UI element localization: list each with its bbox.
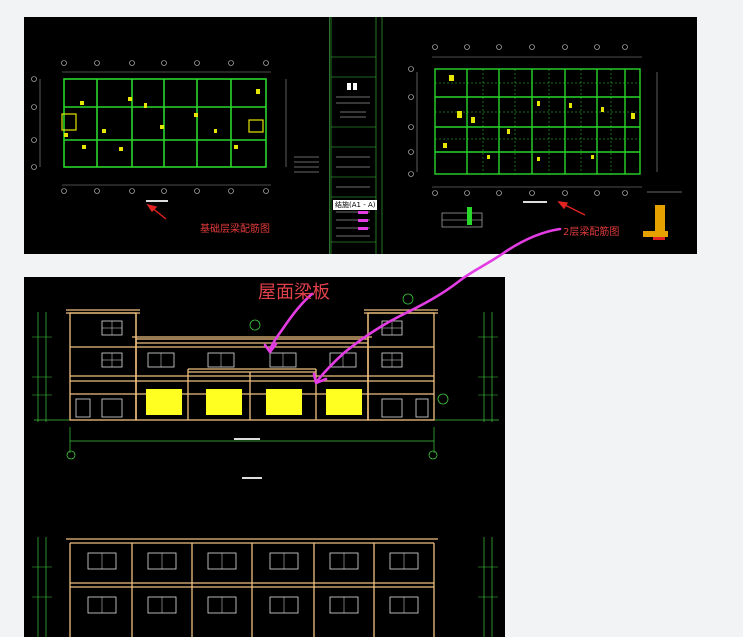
second-floor-plan-panel: 2层梁配筋图 xyxy=(387,17,697,254)
roof-beam-slab-caption: 屋面梁板 xyxy=(258,282,330,303)
elevation-panel xyxy=(24,277,505,637)
title-block-panel: 结施(A1 - A) xyxy=(329,17,388,254)
elevation-drawing xyxy=(32,293,499,637)
foundation-plan-caption: 基础层梁配筋图 xyxy=(200,224,270,235)
title-block-grid xyxy=(330,17,383,254)
second-floor-plan-drawing xyxy=(408,44,682,240)
foundation-plan-drawing xyxy=(31,60,319,220)
sheet-code-label: 结施(A1 - A) xyxy=(333,200,378,210)
second-floor-plan-caption: 2层梁配筋图 xyxy=(563,227,620,238)
foundation-plan-panel: 基础层梁配筋图 xyxy=(24,17,329,254)
